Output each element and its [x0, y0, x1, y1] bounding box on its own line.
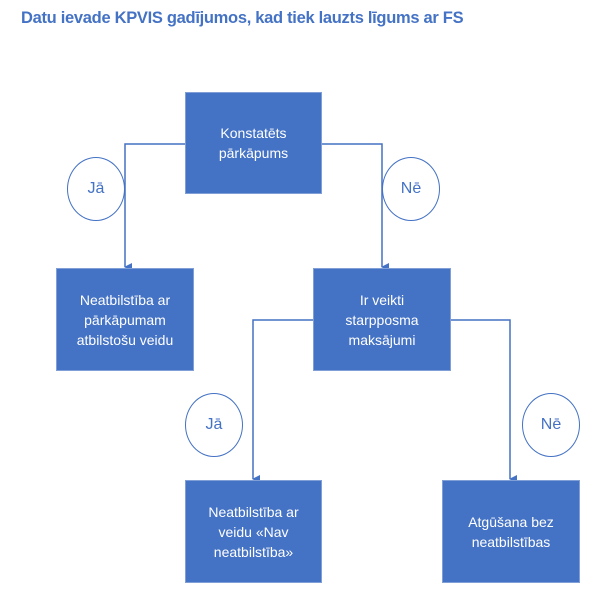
node-atgusana: Atgūšana bez neatbilstības [442, 480, 580, 583]
connector-mid-bottom-right [451, 319, 517, 483]
connector-root-left [124, 143, 185, 271]
label-no-1: Nē [382, 157, 440, 221]
connector-mid-bottom-left [252, 319, 313, 483]
node-konstatets-parkapums: Konstatēts pārkāpums [185, 92, 322, 194]
node-neatbilstiba-parkapumam: Neatbilstība ar pārkāpumam atbilstošu ve… [56, 268, 194, 371]
connector-root-mid [322, 143, 389, 271]
node-starpposma-maksajumi: Ir veikti starpposma maksājumi [313, 268, 451, 371]
label-yes-2: Jā [185, 393, 243, 457]
diagram-title: Datu ievade KPVIS gadījumos, kad tiek la… [21, 9, 464, 27]
node-nav-neatbilstiba: Neatbilstība ar veidu «Nav neatbilstība» [185, 480, 322, 583]
label-no-2: Nē [522, 393, 580, 457]
label-yes-1: Jā [67, 157, 125, 221]
